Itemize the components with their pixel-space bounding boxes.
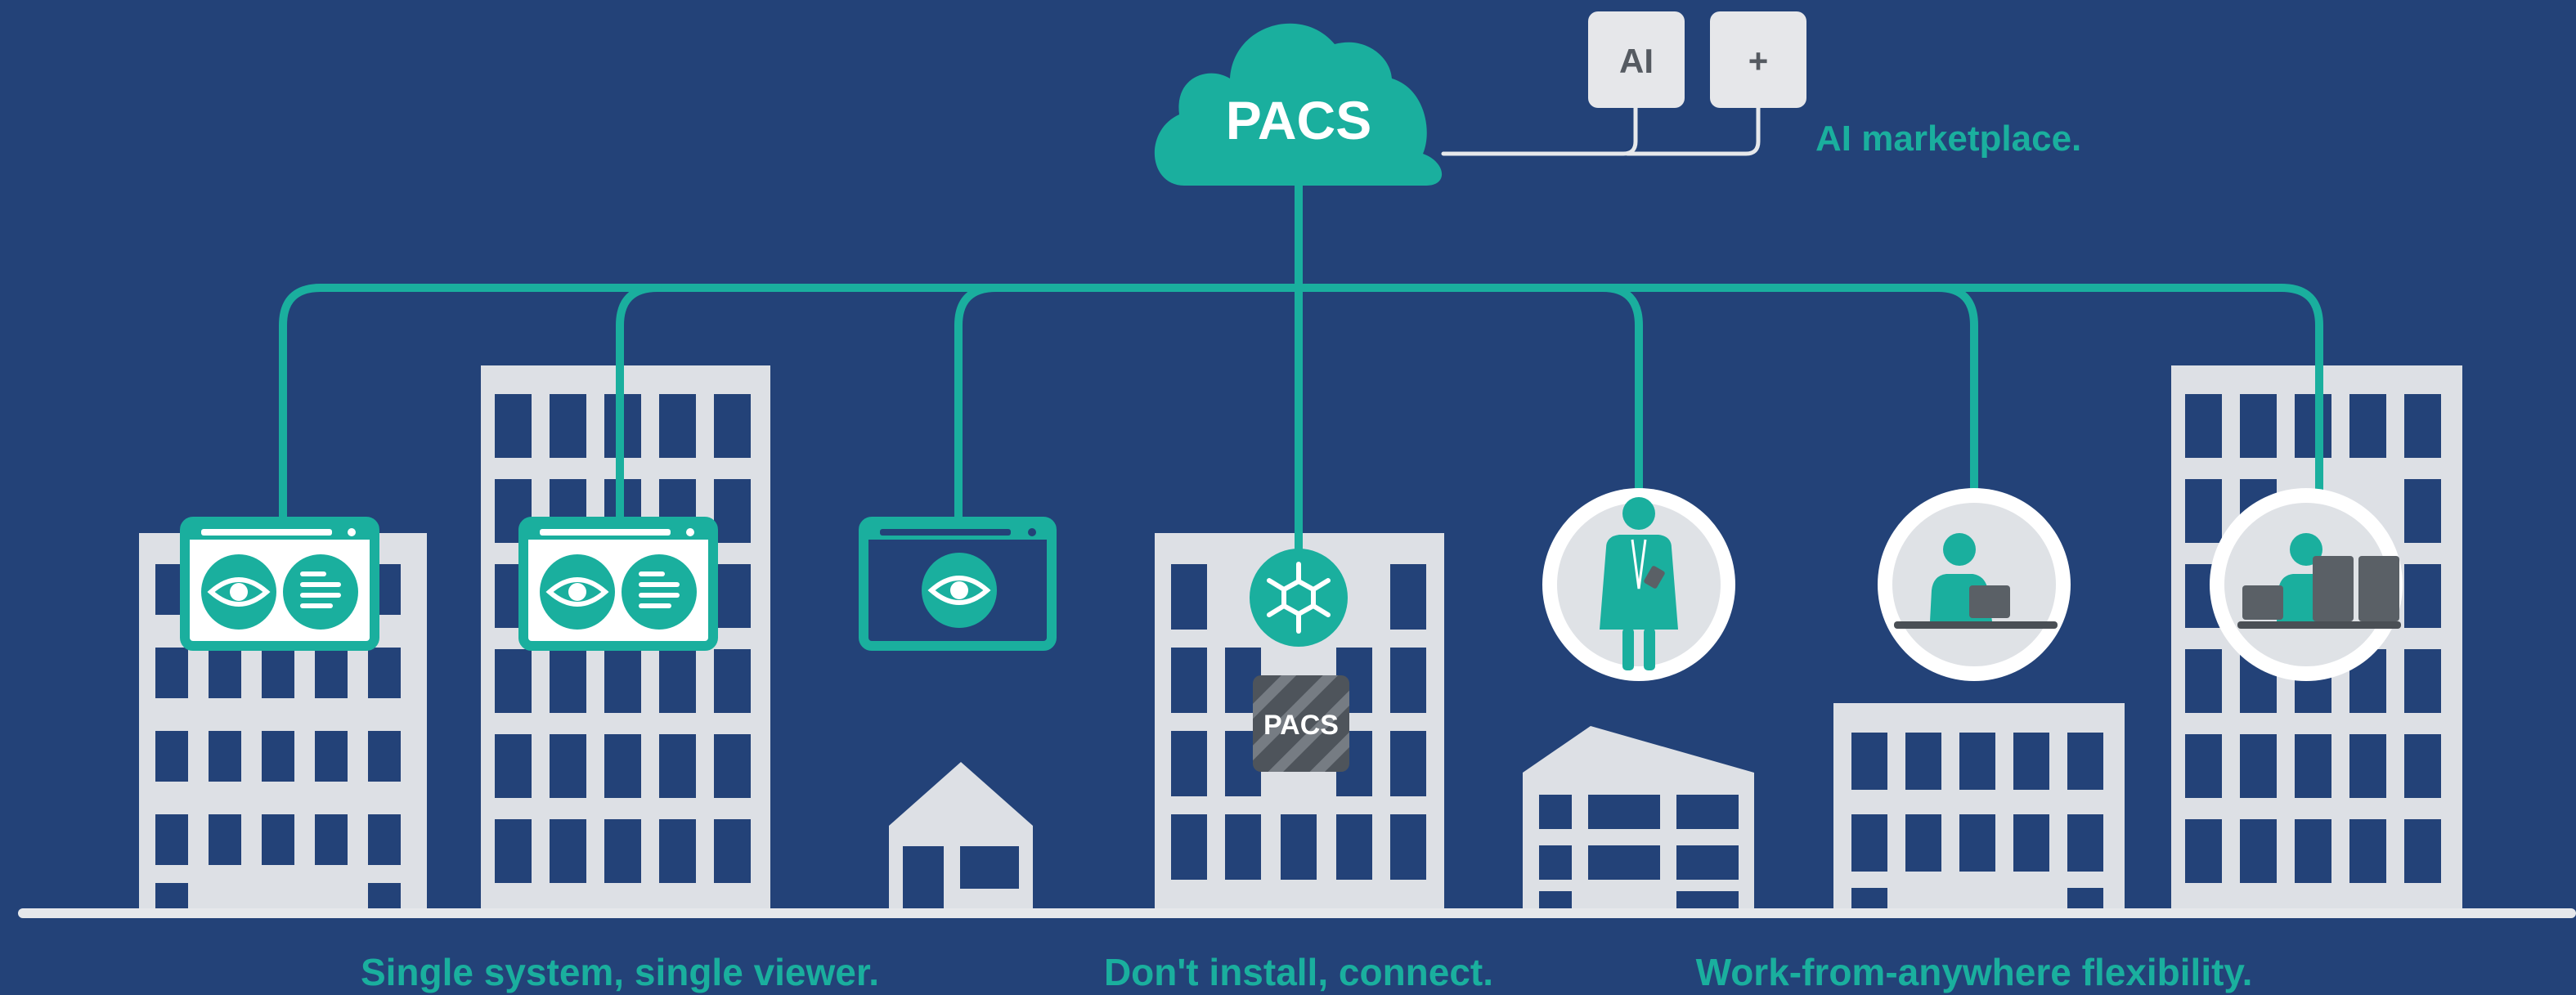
marketplace-caption: AI marketplace. — [1815, 119, 2081, 159]
building-2 — [481, 365, 770, 913]
low-building — [1523, 726, 1754, 913]
badge-plus-label: + — [1748, 42, 1769, 80]
marketplace-connector — [1441, 102, 1761, 156]
doctor-laptop-icon — [1878, 488, 2071, 681]
report-icon — [622, 554, 697, 630]
doctor-workstation-icon — [2210, 488, 2403, 681]
ground-line — [18, 908, 2576, 918]
marketplace-badge-plus: + — [1710, 11, 1806, 108]
doctor-standing-icon — [1542, 488, 1735, 681]
building-5 — [1833, 703, 2125, 913]
building-6 — [2171, 365, 2462, 913]
onprem-pacs-box: PACS — [1253, 675, 1349, 772]
caption-work-anywhere: Work-from-anywhere flexibility. — [1696, 951, 2253, 993]
viewer-window-2 — [518, 517, 718, 651]
eye-icon — [922, 553, 997, 628]
cloud-icon: PACS — [1154, 23, 1443, 186]
house — [889, 762, 1033, 913]
onprem-pacs-label: PACS — [1263, 710, 1339, 741]
report-icon — [283, 554, 358, 630]
marketplace-badge-ai: AI — [1588, 11, 1685, 108]
caption-single-system: Single system, single viewer. — [361, 951, 879, 993]
viewer-window-3 — [859, 517, 1057, 651]
eye-icon — [201, 554, 276, 630]
network-connections — [279, 181, 2323, 597]
viewer-window-1 — [180, 517, 379, 651]
eye-icon — [540, 554, 615, 630]
caption-dont-install: Don't install, connect. — [1104, 951, 1493, 993]
network-hub-icon — [1250, 549, 1348, 647]
cloud-label: PACS — [1226, 90, 1371, 150]
badge-ai-label: AI — [1619, 42, 1654, 80]
